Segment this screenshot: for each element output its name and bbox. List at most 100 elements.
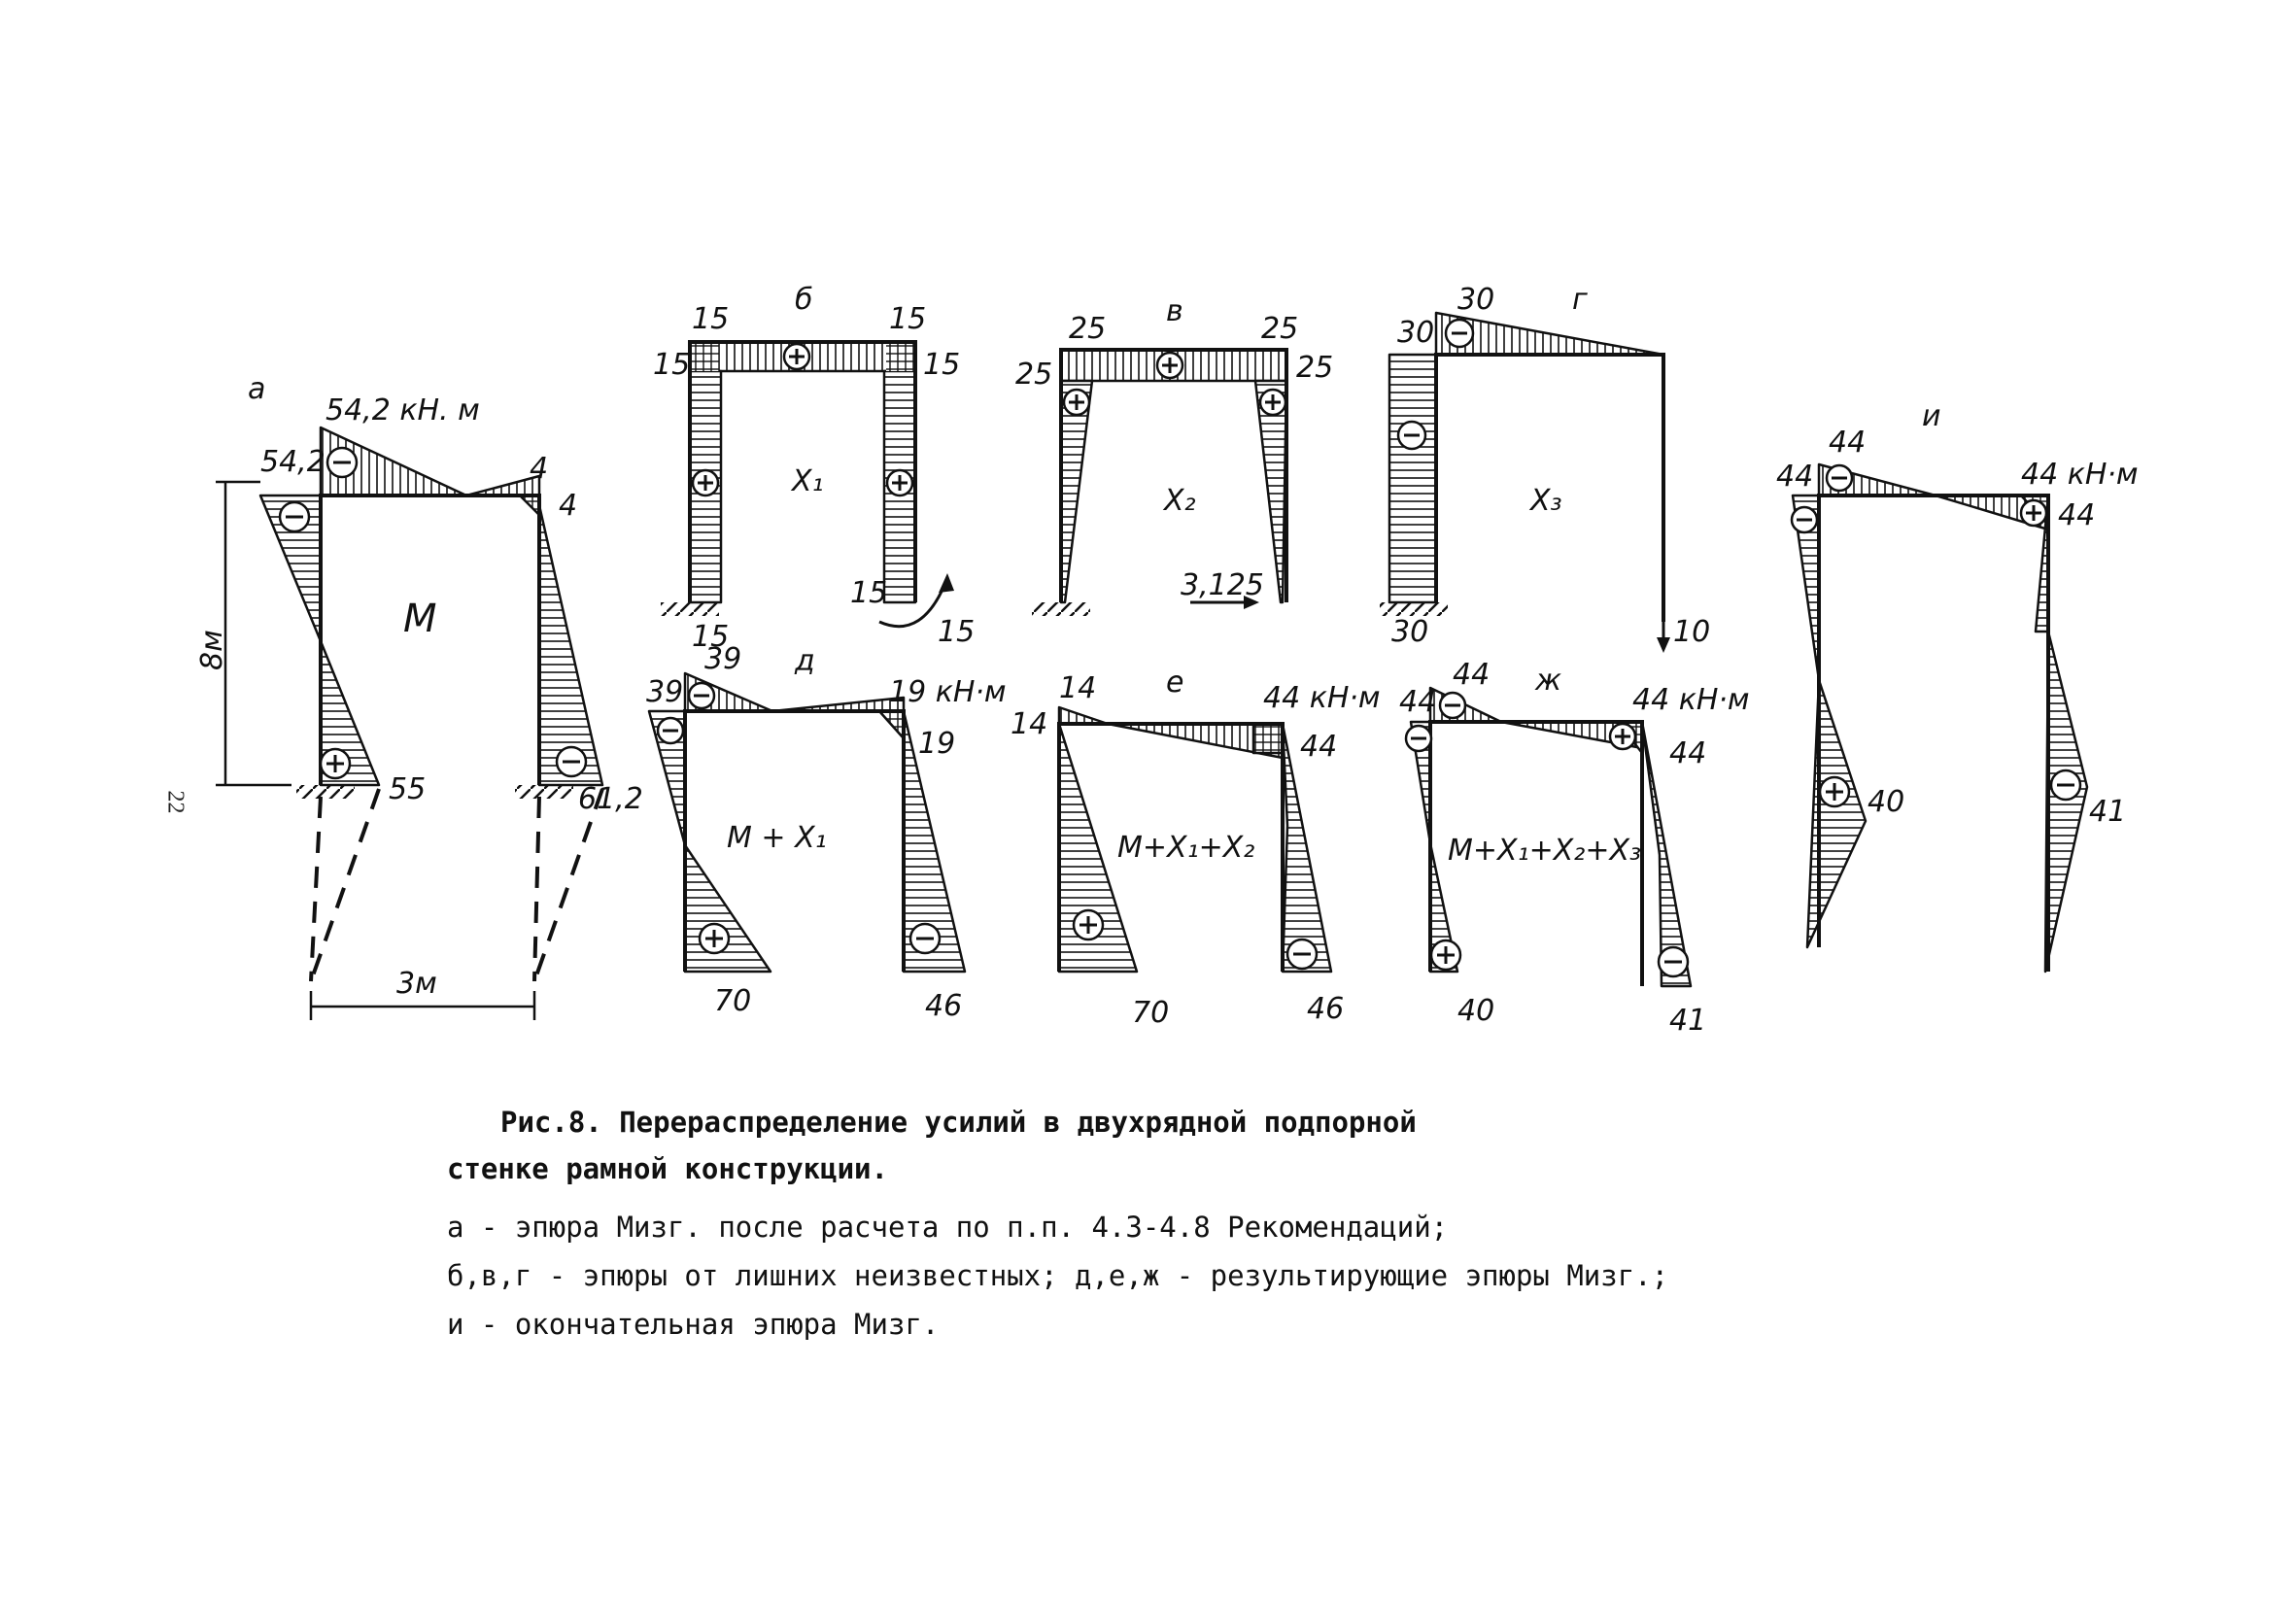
figure-legend-line2: б,в,г - эпюры от лишних неизвестных; д,е…: [447, 1259, 1669, 1292]
value-label: 30: [1397, 316, 1434, 350]
value-label: 4: [530, 452, 548, 486]
value-label: 15: [938, 615, 975, 649]
plus-sign: [1155, 351, 1184, 380]
plus-sign: [319, 747, 352, 780]
value-label: 46: [925, 989, 962, 1023]
panel-v: в 25 25 25 25 X₂ 3,125: [1015, 294, 1333, 616]
value-label: 15: [692, 302, 729, 336]
frame-zh: [1428, 720, 1644, 986]
minus-sign: [278, 500, 311, 533]
unit-label: 54,2 кН. м: [326, 393, 480, 427]
value-label: 14: [1011, 707, 1047, 741]
panel-g: г 30 30 X₃ 30 10: [1380, 283, 1710, 653]
value-label: 14: [1059, 671, 1096, 705]
minus-sign: [555, 745, 588, 778]
figure-caption-line2: стенке рамной конструкции.: [447, 1152, 888, 1185]
plus-sign: [782, 342, 811, 371]
epure-g-left: [1388, 353, 1438, 604]
frame-b: [688, 340, 917, 602]
epure-d-corner: [877, 709, 906, 740]
plus-sign: [1818, 775, 1851, 808]
unknown-label: X₃: [1528, 484, 1562, 518]
plus-sign: [1429, 939, 1462, 972]
value-label: 30: [1457, 283, 1494, 317]
plus-sign: [1072, 908, 1105, 941]
epure-v-right: [1253, 379, 1288, 604]
value-label: 44: [1829, 426, 1866, 460]
minus-sign: [1438, 691, 1467, 720]
support-b: [661, 602, 719, 616]
value-label: 70: [714, 984, 751, 1018]
dimension-label: 8м: [195, 630, 229, 670]
panel-letter: и: [1922, 399, 1941, 433]
value-label: 25: [1296, 351, 1333, 385]
epure-d-beam-right: [771, 696, 906, 713]
plus-sign: [1608, 722, 1637, 751]
epure-a-right: [537, 503, 604, 787]
panel-letter: б: [795, 283, 813, 317]
panel-letter: в: [1166, 294, 1183, 328]
unknown-label: X₁: [790, 464, 824, 498]
value-label: 39: [646, 675, 683, 709]
minus-sign: [1285, 938, 1319, 971]
epure-e-beam-left: [1057, 705, 1110, 726]
value-label: 44 кН·м: [1632, 683, 1750, 717]
force-label: 3,125: [1181, 568, 1264, 602]
minus-sign: [1790, 505, 1819, 534]
minus-sign: [1396, 420, 1427, 451]
epure-i-right-bottom: [2043, 630, 2089, 974]
epure-i-left-bottom: [1805, 678, 1868, 949]
dimension-label: 3м: [396, 967, 437, 1001]
value-label: 25: [1261, 312, 1298, 346]
value-label: 44: [1776, 460, 1813, 494]
diagram-title: M: [403, 597, 437, 641]
value-label: 44: [1300, 730, 1337, 764]
value-label: 25: [1015, 358, 1052, 392]
unknown-label: X₂: [1162, 484, 1196, 518]
formula-label: M + X₁: [727, 821, 827, 855]
figure-legend-line1: а - эпюра Мизг. после расчета по п.п. 4.…: [447, 1211, 1449, 1244]
value-label: 44 кН·м: [2021, 458, 2139, 492]
value-label: 15: [923, 348, 960, 382]
value-label: 46: [1307, 992, 1344, 1026]
minus-sign: [687, 681, 716, 710]
panel-i: и 44 44 44 кН·м 44 40 41: [1776, 399, 2139, 974]
support-a-left: [296, 785, 355, 799]
panel-letter: г: [1572, 283, 1588, 317]
panel-letter: а: [248, 372, 265, 406]
figure-caption-line1: Рис.8. Перераспределение усилий в двухря…: [500, 1106, 1417, 1139]
value-label: 19: [918, 727, 955, 761]
page-number: 22: [162, 790, 188, 814]
value-label: 54,2: [260, 445, 326, 479]
frame-g: [1434, 353, 1665, 622]
value-label: 44: [2058, 498, 2095, 532]
panel-e: е 14 14 44 кН·м 44 M+X₁+X₂ 70 46: [1011, 666, 1381, 1030]
formula-label: M+X₁+X₂: [1117, 831, 1254, 865]
epure-d-left-bottom: [683, 843, 772, 974]
value-label: 15: [889, 302, 926, 336]
value-label: 30: [1391, 615, 1428, 649]
frame-v: [1059, 348, 1288, 602]
minus-sign: [1825, 463, 1854, 493]
minus-sign: [1444, 318, 1475, 349]
value-label: 55: [389, 772, 426, 806]
formula-label: M+X₁+X₂+X₃: [1448, 834, 1641, 868]
minus-sign: [908, 922, 942, 955]
figure-legend-line3: и - окончательная эпюра Мизг.: [447, 1308, 940, 1341]
minus-sign: [1404, 724, 1433, 753]
value-label: 25: [1069, 312, 1106, 346]
value-label: 61,2: [578, 782, 643, 816]
value-label: 44: [1453, 658, 1490, 692]
value-label: 15: [653, 348, 690, 382]
support-a-right: [515, 785, 573, 799]
support-v: [1032, 602, 1090, 616]
frame-e: [1057, 722, 1285, 972]
minus-sign: [2049, 769, 2082, 802]
value-label: 15: [692, 620, 729, 654]
frame-a: [319, 494, 541, 785]
epure-e-corner: [1251, 722, 1285, 755]
force-label: 10: [1673, 615, 1710, 649]
panel-letter: д: [794, 644, 815, 678]
